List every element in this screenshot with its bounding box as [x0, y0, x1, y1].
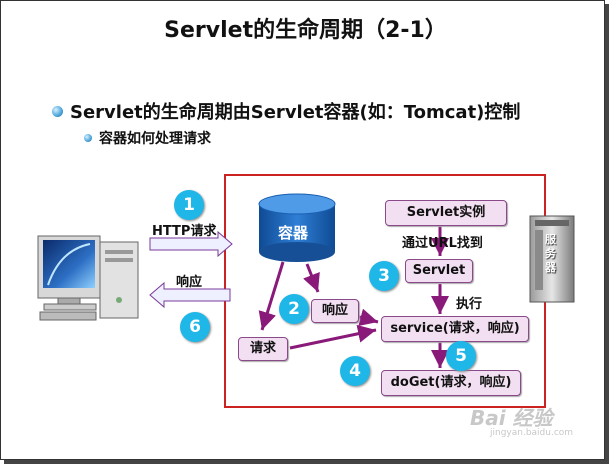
servlet-box: Servlet	[405, 259, 473, 283]
container-label: 容器	[278, 224, 309, 242]
bullet-sub: 容器如何处理请求	[84, 128, 211, 148]
server-icon	[529, 215, 575, 303]
step-1-badge: 1	[174, 190, 204, 220]
computer-icon	[37, 235, 139, 321]
find-by-url-label: 通过URL找到	[402, 236, 483, 251]
http-request-label: HTTP请求	[152, 224, 217, 239]
response-arrow	[149, 281, 231, 309]
slide-title: Servlet的生命周期（2-1）	[164, 18, 447, 43]
arrow-container-to-request	[258, 261, 285, 331]
arrow-request-to-service	[289, 324, 377, 350]
step-4-badge: 4	[340, 356, 370, 386]
response-box: 响应	[311, 299, 359, 323]
bullet-main: Servlet的生命周期由Servlet容器(如：Tomcat)控制	[52, 98, 520, 124]
arrow-container-to-response	[303, 263, 320, 293]
step-3-badge: 3	[369, 261, 399, 291]
bullet-main-text: Servlet的生命周期由Servlet容器(如：Tomcat)控制	[70, 102, 521, 123]
container-cylinder	[258, 193, 336, 262]
request-box: 请求	[238, 337, 288, 361]
bullet-sub-text: 容器如何处理请求	[99, 131, 211, 147]
http-request-arrow	[149, 230, 233, 258]
response-label-left: 响应	[176, 275, 203, 290]
doget-call-box: doGet(请求，响应)	[381, 370, 521, 396]
watermark-url: jingyan.baidu.com	[490, 428, 574, 438]
server-label: 服务器	[545, 233, 556, 274]
bullet-dot-icon	[52, 105, 63, 117]
step-5-badge: 5	[446, 341, 476, 371]
execute-label: 执行	[456, 297, 483, 312]
service-call-box: service(请求，响应)	[381, 316, 529, 342]
step-2-badge: 2	[279, 294, 309, 324]
bullet-dot-small-icon	[84, 134, 92, 142]
servlet-instance-box: Servlet实例	[385, 200, 507, 226]
step-6-badge: 6	[180, 312, 210, 342]
watermark-logo: Bai 经验	[470, 406, 553, 430]
